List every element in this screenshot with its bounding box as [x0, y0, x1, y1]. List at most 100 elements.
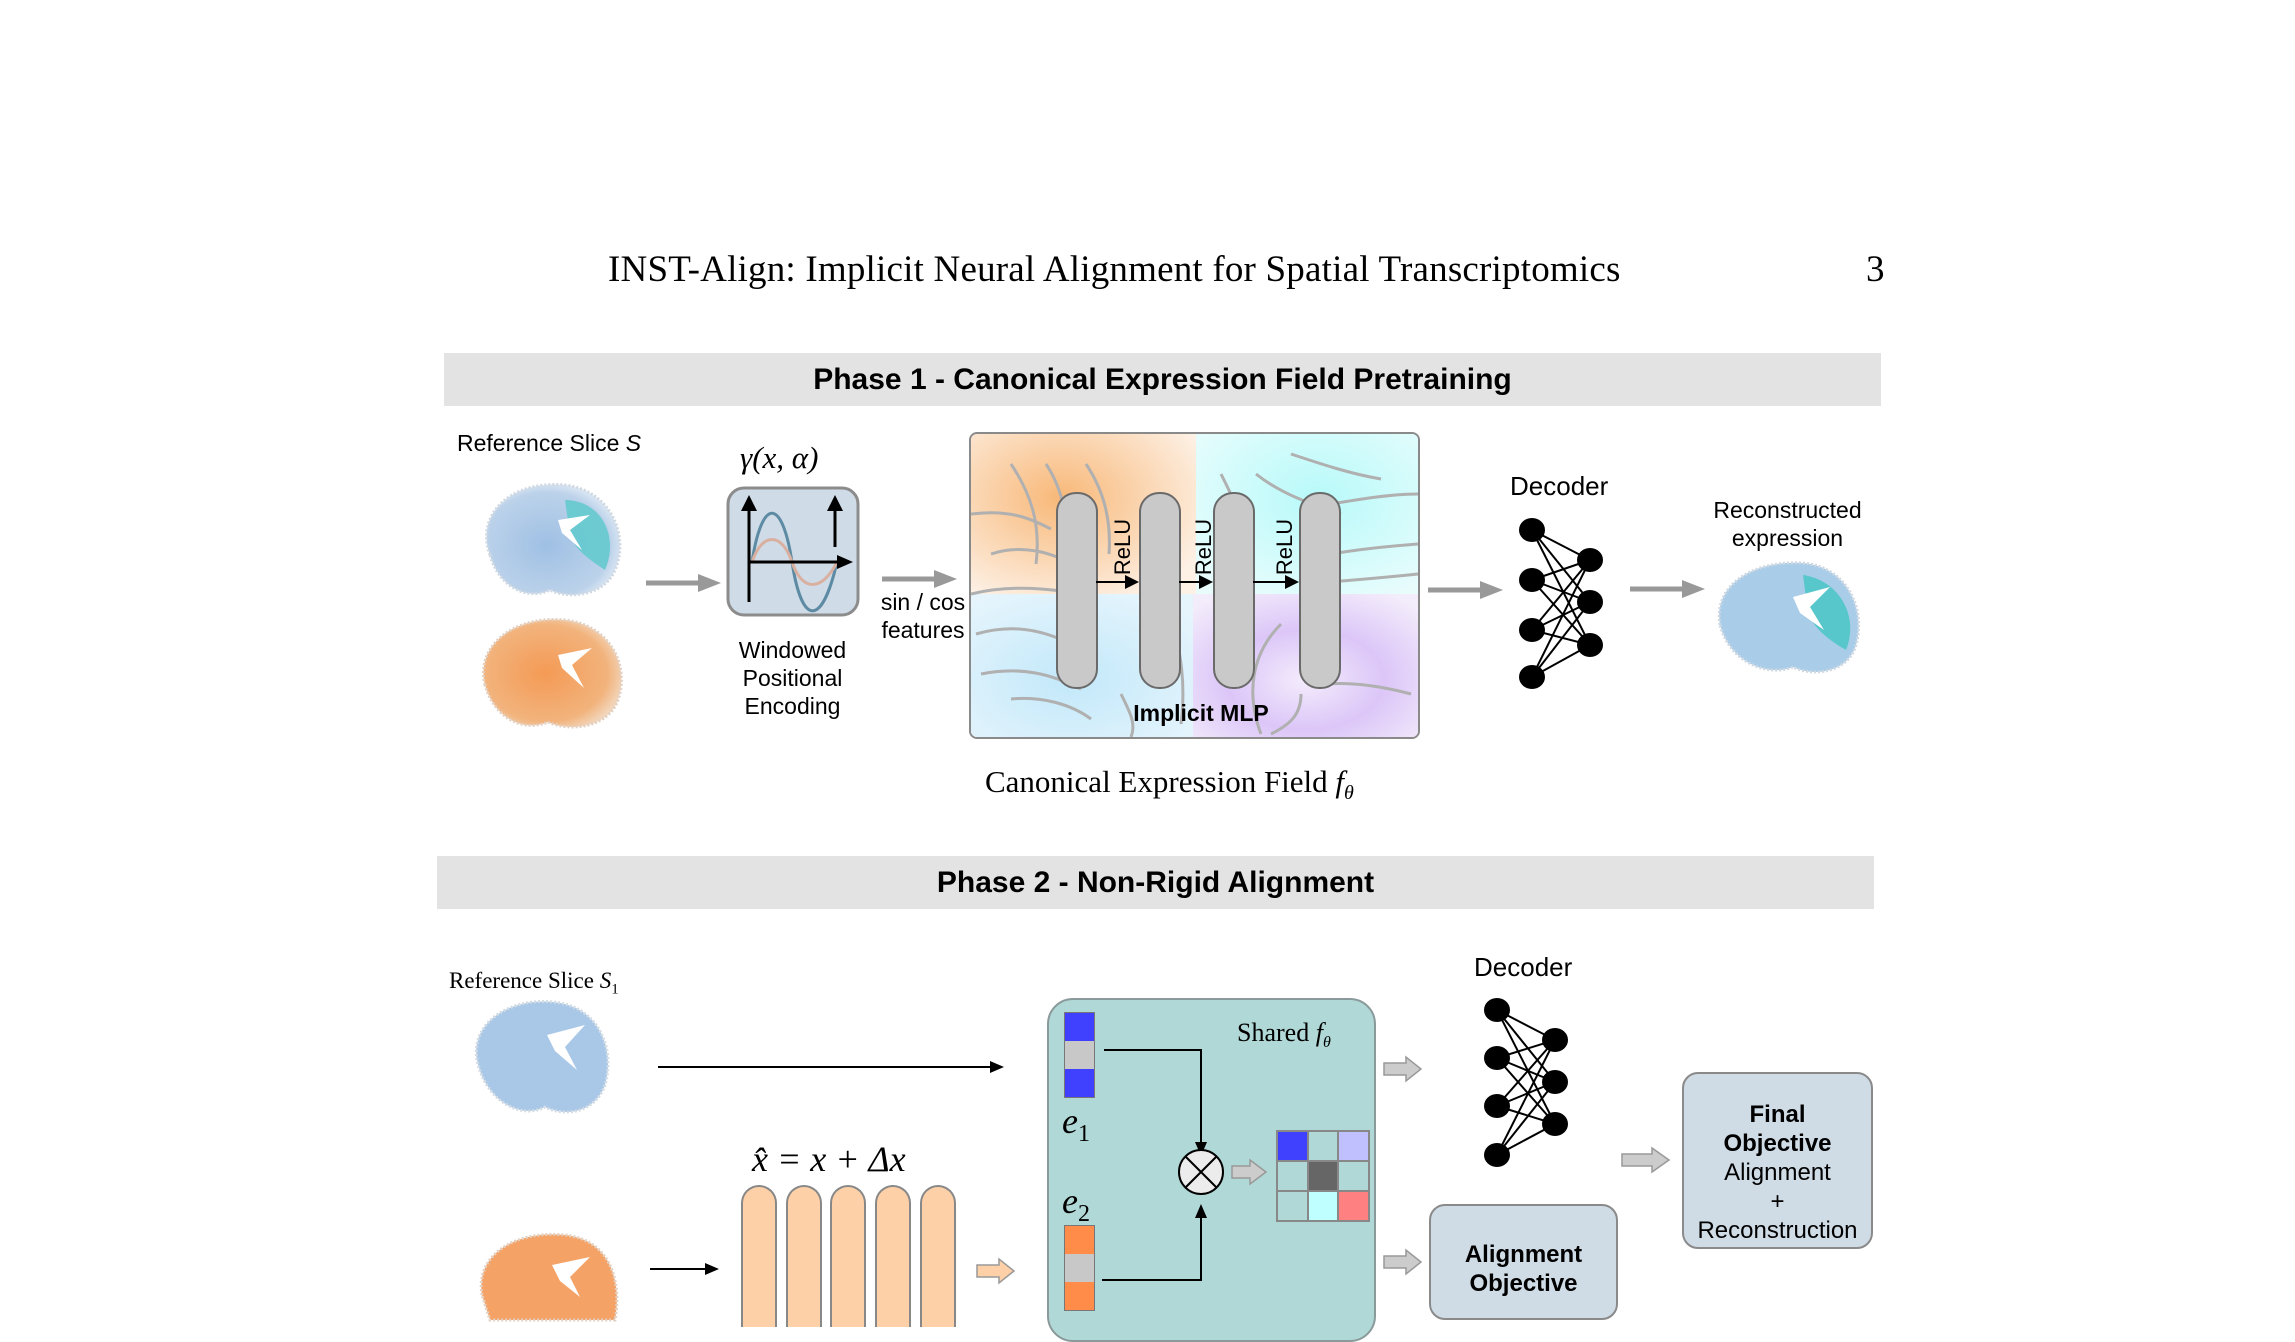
e2-symbol: e — [1062, 1181, 1078, 1221]
e1-subscript: 1 — [1077, 1121, 1090, 1148]
matrix-cell — [1308, 1192, 1338, 1220]
canonical-field-caption: Canonical Expression Field fθ — [985, 764, 1354, 805]
final-objective-title-line: Objective — [1723, 1130, 1832, 1157]
embedding-e2-label: e2 — [1062, 1180, 1090, 1228]
reference-slice-subscript: 1 — [611, 981, 619, 998]
moving-to-deformation-arrow — [650, 1263, 719, 1275]
final-objective-body-line: + — [1770, 1188, 1785, 1215]
encoding-label-line: Windowed — [738, 637, 847, 663]
reference-slice-text: Reference Slice — [449, 968, 600, 993]
encoding-label-line: Encoding — [744, 693, 841, 719]
matrix-cell — [1278, 1192, 1307, 1220]
running-title: INST-Align: Implicit Neural Alignment fo… — [608, 249, 1621, 290]
matrix-cell — [1308, 1132, 1338, 1160]
embedding-e1-label: e1 — [1062, 1100, 1090, 1148]
final-objective-title-line: Final — [1749, 1101, 1806, 1128]
mlp-layer — [1056, 492, 1098, 689]
moving-brain-orange-image — [479, 1232, 619, 1322]
shared-to-decoder-arrow — [1383, 1055, 1423, 1083]
arrow-to-output — [1630, 580, 1705, 598]
encoding-formula: γ(x, α) — [740, 440, 819, 475]
mlp-layer — [1299, 492, 1341, 689]
embedding-e2-vector — [1064, 1225, 1095, 1311]
deformation-layer — [875, 1185, 911, 1327]
arrow-to-mlp — [882, 570, 957, 588]
matrix-cell — [1339, 1192, 1368, 1220]
deformation-layer — [920, 1185, 956, 1327]
encoding-label: Windowed Positional Encoding — [710, 636, 875, 720]
phase1-reference-slice-label: Reference Slice S — [457, 430, 641, 457]
arrow-to-decoder — [1428, 581, 1503, 599]
embedding-cell — [1065, 1226, 1094, 1254]
similarity-matrix — [1276, 1130, 1370, 1222]
embedding-cell — [1065, 1254, 1094, 1282]
embedding-cell — [1065, 1041, 1094, 1069]
relu-label: ReLU — [1191, 518, 1216, 576]
reference-to-shared-arrow — [658, 1061, 1004, 1073]
mlp-arrows — [1096, 575, 1299, 589]
relu-label: ReLU — [1272, 518, 1297, 576]
embedding-cell — [1065, 1013, 1094, 1041]
shared-field-label: Shared fθ — [1237, 1018, 1331, 1052]
shared-subscript: θ — [1322, 1034, 1331, 1052]
product-connectors — [1102, 1049, 1268, 1281]
deformation-layer — [741, 1185, 777, 1327]
field-caption-text: Canonical Expression Field — [985, 764, 1336, 799]
brain-slice-orange-image — [482, 617, 623, 729]
reference-slice-symbol: S — [625, 430, 642, 456]
alignment-objective-box: Alignment Objective — [1429, 1204, 1618, 1320]
to-final-objective-arrow — [1621, 1146, 1671, 1174]
phase2-decoder-label: Decoder — [1474, 952, 1573, 982]
features-label-line: sin / cos — [880, 589, 966, 615]
matrix-cell — [1278, 1132, 1307, 1160]
features-label: sin / cos features — [868, 588, 978, 644]
embedding-cell — [1065, 1069, 1094, 1097]
phase2-title-bar: Phase 2 - Non-Rigid Alignment — [437, 856, 1874, 909]
e1-symbol: e — [1062, 1101, 1078, 1141]
reconstructed-expression-label: Reconstructed expression — [1690, 496, 1885, 552]
shared-symbol: f — [1315, 1018, 1323, 1047]
alignment-objective-line: Alignment — [1464, 1241, 1583, 1268]
phase2-decoder-network-icon — [1484, 998, 1568, 1167]
embedding-cell — [1065, 1282, 1094, 1310]
mlp-layer — [1213, 492, 1255, 689]
alignment-objective-line: Objective — [1469, 1270, 1578, 1297]
brain-slice-blue-image — [485, 483, 622, 597]
matrix-cell — [1308, 1162, 1338, 1190]
reconstructed-brain-image — [1717, 561, 1861, 674]
relu-label: ReLU — [1110, 518, 1135, 576]
encoding-label-line: Positional — [742, 665, 843, 691]
e2-subscript: 2 — [1077, 1201, 1090, 1228]
mlp-layer — [1139, 492, 1181, 689]
features-label-line: features — [881, 617, 965, 643]
output-label-line: expression — [1731, 525, 1844, 551]
phase2-reference-slice-label: Reference Slice S1 — [449, 968, 619, 999]
mlp-label: Implicit MLP — [1133, 700, 1269, 726]
final-objective-body-line: Alignment — [1724, 1159, 1831, 1186]
matrix-cell — [1339, 1162, 1368, 1190]
reference-brain-blue-image — [474, 1000, 610, 1114]
page-number: 3 — [1866, 249, 1885, 290]
phase1-decoder-label: Decoder — [1510, 471, 1609, 501]
sine-wave-icon — [726, 486, 860, 617]
arrow-to-encoding — [646, 574, 721, 592]
field-symbol: f — [1335, 764, 1345, 799]
deformation-layer — [830, 1185, 866, 1327]
deformation-layer — [786, 1185, 822, 1327]
final-objective-body-line: Reconstruction — [1697, 1217, 1858, 1244]
field-subscript: θ — [1344, 782, 1354, 805]
deformation-formula: x̂ = x + Δx — [752, 1139, 906, 1179]
deformation-to-shared-arrow — [976, 1257, 1016, 1285]
reference-slice-symbol: S — [599, 968, 612, 993]
final-objective-box: Final Objective Alignment + Reconstructi… — [1682, 1072, 1873, 1249]
phase1-decoder-network-icon — [1519, 518, 1603, 689]
shared-to-alignment-arrow — [1383, 1248, 1423, 1276]
output-label-line: Reconstructed — [1713, 497, 1862, 523]
phase1-title-bar: Phase 1 - Canonical Expression Field Pre… — [444, 353, 1881, 406]
matrix-cell — [1339, 1132, 1368, 1160]
implicit-mlp-box: ReLU ReLU ReLU Implicit MLP — [969, 432, 1420, 739]
embedding-e1-vector — [1064, 1012, 1095, 1098]
shared-text: Shared — [1237, 1018, 1316, 1047]
reference-slice-text: Reference Slice — [457, 430, 626, 456]
matrix-cell — [1278, 1162, 1307, 1190]
